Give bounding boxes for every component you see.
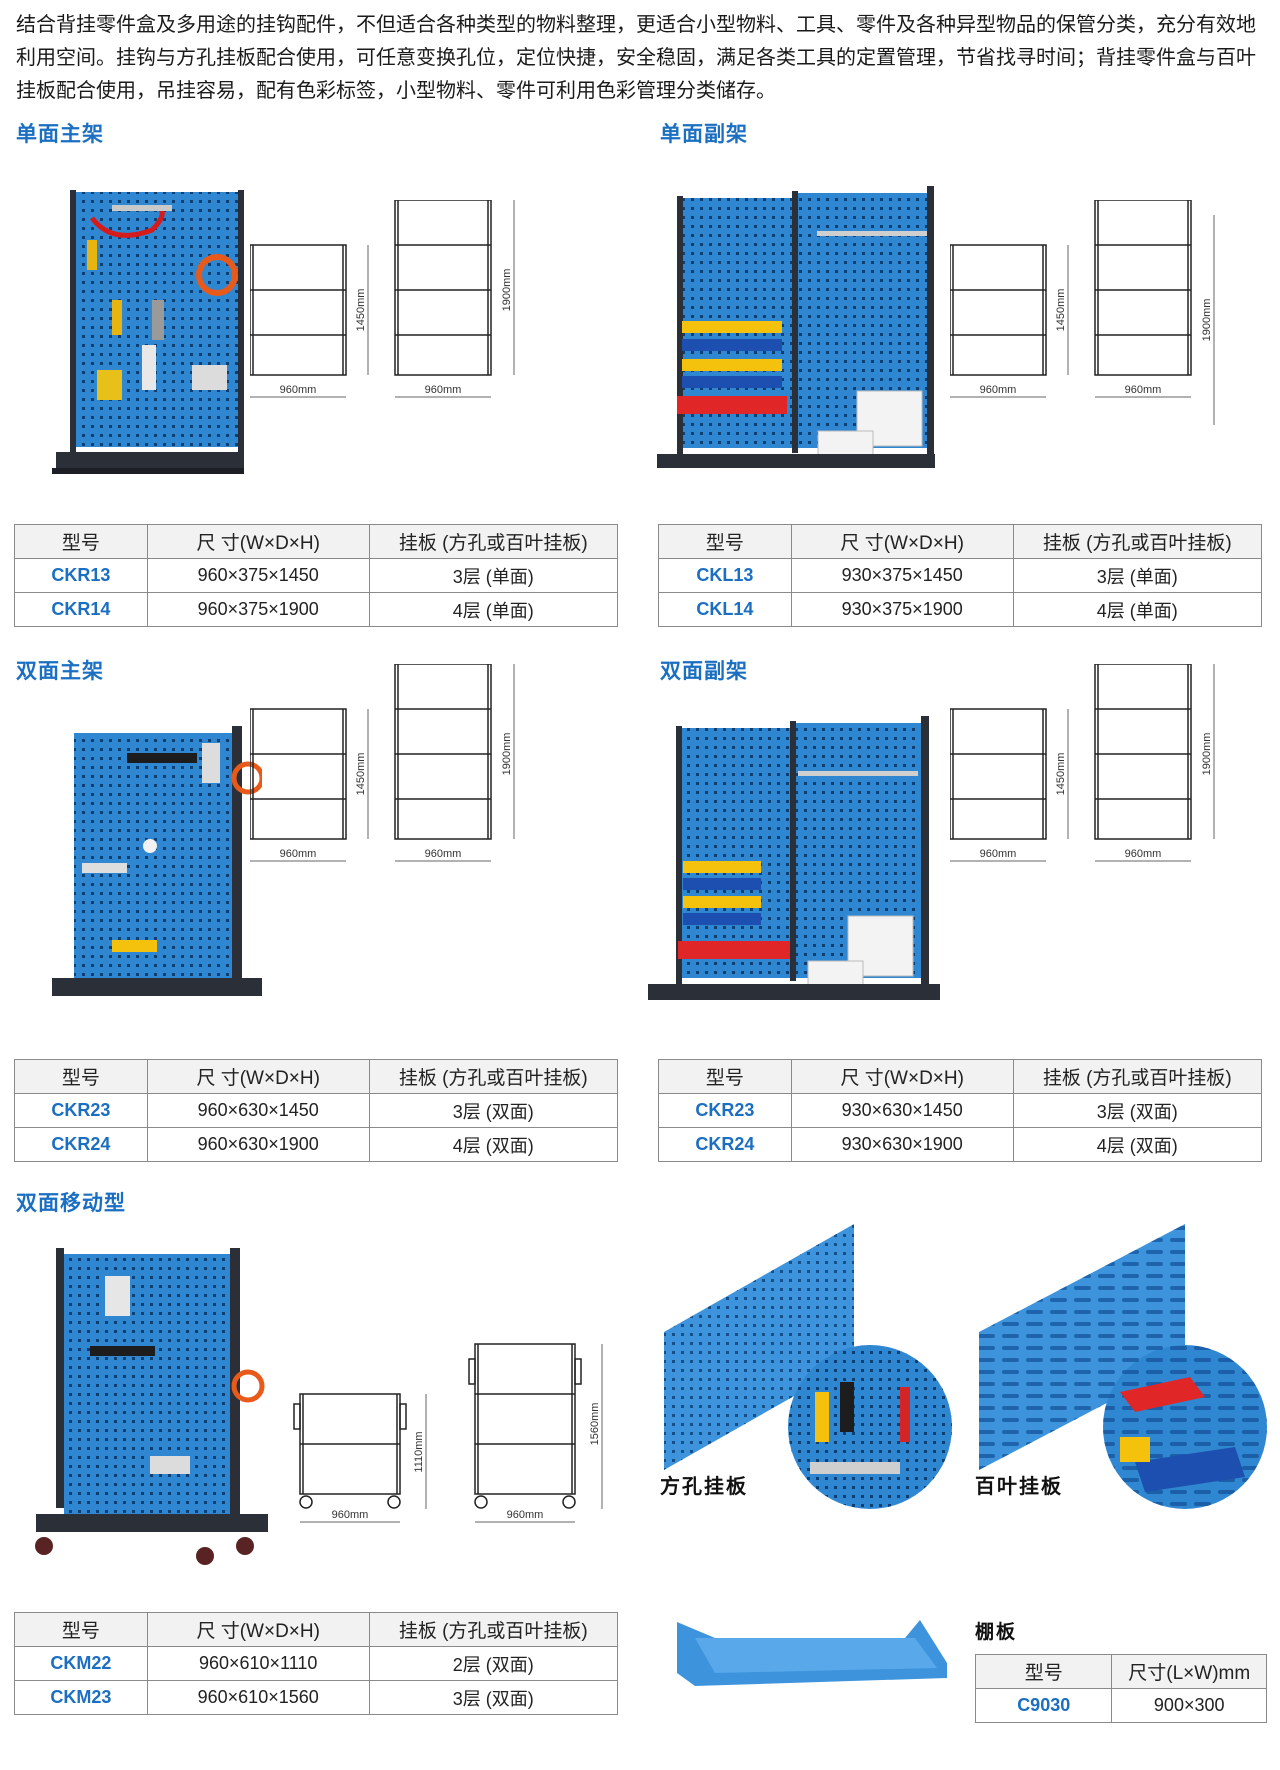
dim-width-g: 960mm: [980, 848, 1017, 860]
dim-height-1450: 1450mm: [355, 289, 367, 332]
double-sub-diagram: 960mm 960mm 1450mm 1900mm: [950, 664, 1215, 862]
section-title-double-sub: 双面副架: [660, 659, 748, 683]
dim-width-a: 960mm: [280, 384, 317, 396]
dim-width-f: 960mm: [425, 848, 462, 860]
section-title-double-main: 双面主架: [16, 659, 104, 683]
double-sub-rack-photo: [648, 716, 940, 1000]
section-title-mobile: 双面移动型: [16, 1191, 126, 1215]
intro-paragraph: 结合背挂零件盒及多用途的挂钩配件，不但适合各种类型的物料整理，更适合小型物料、工…: [16, 12, 1256, 102]
th-model: 型号: [14, 524, 148, 559]
louver-panel-label: 百叶挂板: [975, 1474, 1063, 1498]
dim-height-1900-b: 1900mm: [1201, 299, 1213, 342]
square-panel-label: 方孔挂板: [660, 1474, 748, 1498]
dim-width-c: 960mm: [980, 384, 1017, 396]
dim-height-1450-d: 1450mm: [1055, 753, 1067, 796]
shelf-title: 棚板: [975, 1621, 1018, 1643]
dim-width-d: 960mm: [1125, 384, 1162, 396]
mobile-diagram: 960mm 960mm 1110mm 1560mm: [293, 1343, 603, 1523]
dim-height-1110: 1110mm: [413, 1431, 425, 1472]
double-main-rack-photo: [52, 726, 262, 996]
single-sub-rack-photo: [657, 186, 935, 468]
mobile-rack-photo: [35, 1248, 268, 1565]
shelf-board-image: [677, 1620, 947, 1686]
dim-width-b: 960mm: [425, 384, 462, 396]
dim-height-1450-c: 1450mm: [355, 753, 367, 796]
dim-width-i: 960mm: [332, 1509, 369, 1521]
section-title-single-main: 单面主架: [16, 122, 104, 146]
single-sub-diagram: 960mm 960mm 1450mm 1900mm: [950, 200, 1215, 425]
single-main-diagram: 960mm 960mm 1450mm 1900mm: [250, 200, 515, 398]
section-title-single-sub: 单面副架: [660, 122, 748, 146]
dim-height-1900-d: 1900mm: [1201, 733, 1213, 776]
dim-height-1560: 1560mm: [589, 1403, 601, 1446]
dim-height-1900-c: 1900mm: [501, 733, 513, 776]
dim-height-1900: 1900mm: [501, 269, 513, 312]
louver-panel-image: [979, 1224, 1267, 1509]
single-main-rack-photo: [52, 190, 244, 474]
dim-height-1450-b: 1450mm: [1055, 289, 1067, 332]
th-size: 尺 寸(W×D×H): [146, 524, 370, 559]
dim-width-e: 960mm: [280, 848, 317, 860]
double-main-diagram: 960mm 960mm 1450mm 1900mm: [250, 664, 515, 862]
dim-width-h: 960mm: [1125, 848, 1162, 860]
square-hole-panel-image: [664, 1224, 952, 1509]
th-board: 挂板 (方孔或百叶挂板): [368, 524, 619, 559]
dim-width-j: 960mm: [507, 1509, 544, 1521]
